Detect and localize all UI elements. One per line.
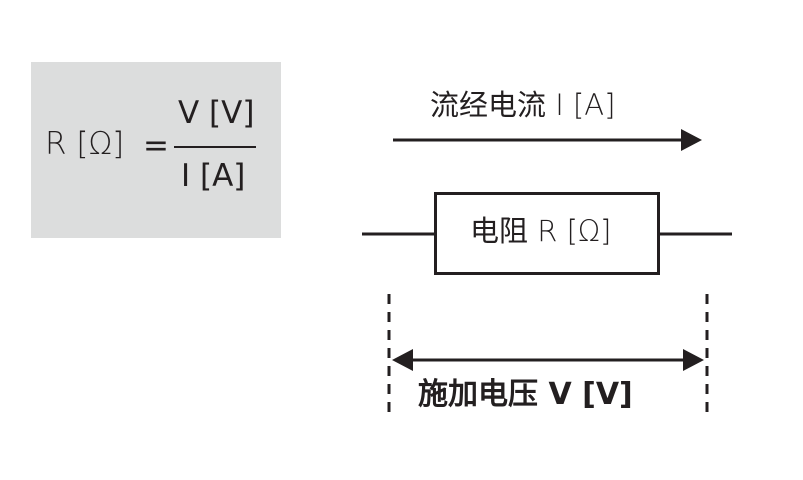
- arrowhead-right-icon: [683, 349, 704, 371]
- current-arrow: [393, 129, 702, 151]
- current-label: 流经电流 I [A]: [430, 88, 616, 122]
- formula-denominator-current: I [A]: [181, 158, 246, 194]
- formula-resistance: R [Ω]: [45, 126, 125, 162]
- arrowhead-left-icon: [392, 349, 413, 371]
- voltage-arrow: [392, 349, 704, 371]
- fraction-bar: [174, 146, 256, 148]
- resistor-box: [434, 192, 660, 275]
- formula-equals: =: [143, 128, 169, 164]
- formula-box: [31, 62, 281, 238]
- formula-numerator-voltage: V [V]: [178, 95, 255, 131]
- arrowhead-right-icon: [681, 129, 702, 151]
- voltage-label: 施加电压 V [V]: [418, 377, 633, 412]
- resistor-label: 电阻 R [Ω]: [470, 214, 612, 248]
